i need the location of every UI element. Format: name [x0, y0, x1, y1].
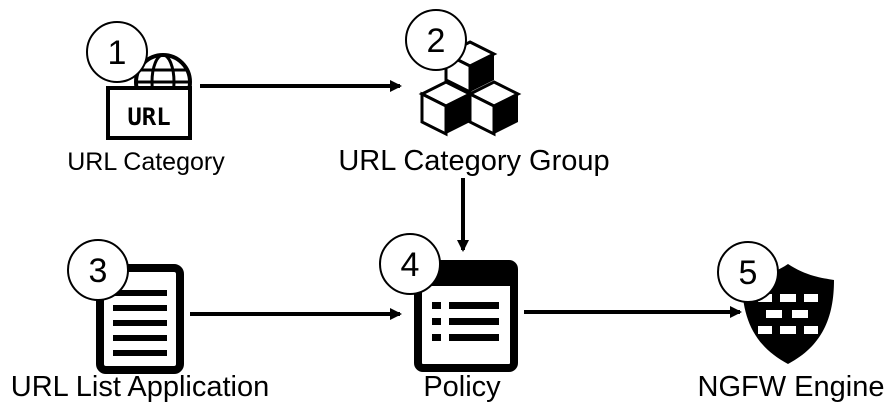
node-policy: 4 Policy	[379, 233, 518, 403]
step-number: 3	[89, 252, 108, 290]
step-number: 1	[108, 34, 127, 72]
step-number: 4	[401, 246, 420, 284]
url-icon-text: URL	[127, 103, 170, 131]
node-url-category-group: 2 URL Category Group	[338, 9, 610, 177]
node-label: URL Category Group	[338, 145, 609, 177]
url-globe-icon: URL	[106, 53, 192, 140]
step-badge	[717, 241, 779, 303]
step-badge	[405, 9, 467, 71]
node-ngfw-engine: 5 NGFW Engine	[698, 241, 885, 403]
node-url-category: URL 1 URL Category	[67, 21, 225, 176]
node-url-list-application: 3 URL List Application	[11, 239, 269, 403]
step-badge	[379, 233, 441, 295]
node-label: URL Category	[67, 148, 225, 176]
step-number: 2	[427, 22, 446, 60]
step-badge	[86, 21, 148, 83]
node-label: NGFW Engine	[698, 371, 885, 403]
step-badge	[67, 239, 129, 301]
document-list-icon	[96, 264, 184, 374]
step-number: 5	[739, 254, 758, 292]
node-label: Policy	[423, 371, 501, 403]
policy-window-icon	[414, 260, 518, 372]
node-label: URL List Application	[11, 371, 269, 403]
